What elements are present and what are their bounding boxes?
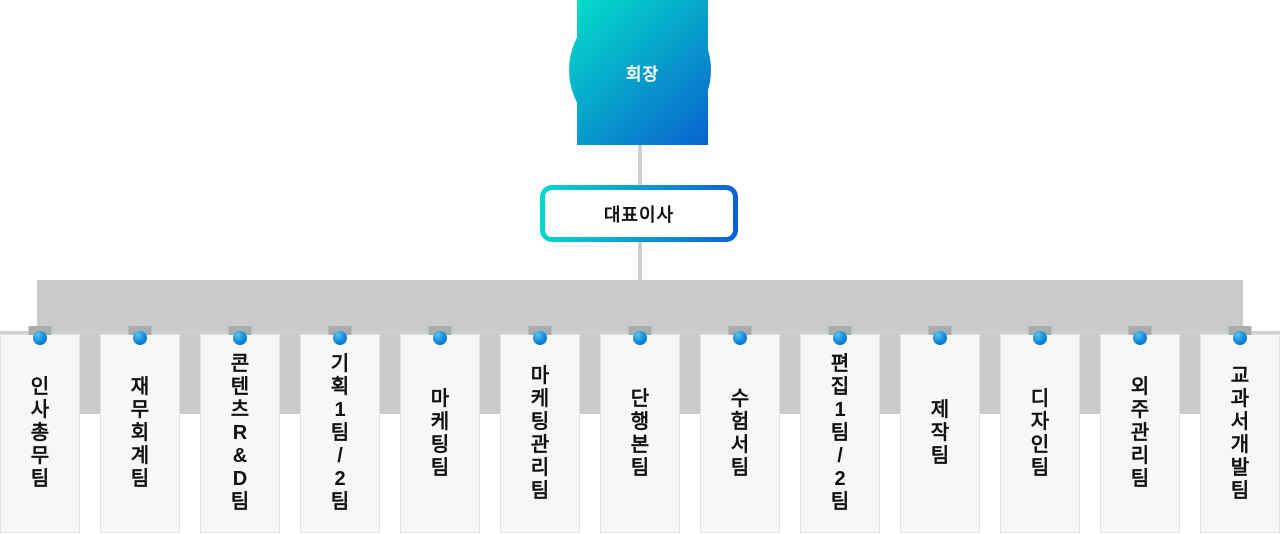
ceo-node: 대표이사 — [540, 185, 738, 242]
pin-dot-icon — [1033, 331, 1047, 345]
chairman-label: 회장 — [625, 65, 660, 84]
connector-tab — [128, 326, 152, 335]
pin-dot-icon — [733, 331, 747, 345]
pin-dot-icon — [533, 331, 547, 345]
pin-dot-icon — [833, 331, 847, 345]
connector-tab — [1228, 326, 1252, 335]
chairman-node-shape — [569, 0, 711, 145]
connector-tab — [928, 326, 952, 335]
pin-dot-icon — [433, 331, 447, 345]
connector-tab — [1028, 326, 1052, 335]
connector-tab — [628, 326, 652, 335]
ceo-label: 대표이사 — [603, 204, 675, 225]
pin-dot-icon — [233, 331, 247, 345]
connector-tab — [528, 326, 552, 335]
connector-tab — [828, 326, 852, 335]
connector-tab — [28, 326, 52, 335]
pin-dot-icon — [333, 331, 347, 345]
pin-dot-icon — [1233, 331, 1247, 345]
connector-tab — [728, 326, 752, 335]
connector-tab — [1128, 326, 1152, 335]
pin-dot-icon — [633, 331, 647, 345]
connector-tab — [428, 326, 452, 335]
pin-dot-icon — [33, 331, 47, 345]
pin-dot-icon — [1133, 331, 1147, 345]
connector-tab — [328, 326, 352, 335]
connector-tab — [228, 326, 252, 335]
pin-dot-icon — [133, 331, 147, 345]
pin-dot-icon — [933, 331, 947, 345]
